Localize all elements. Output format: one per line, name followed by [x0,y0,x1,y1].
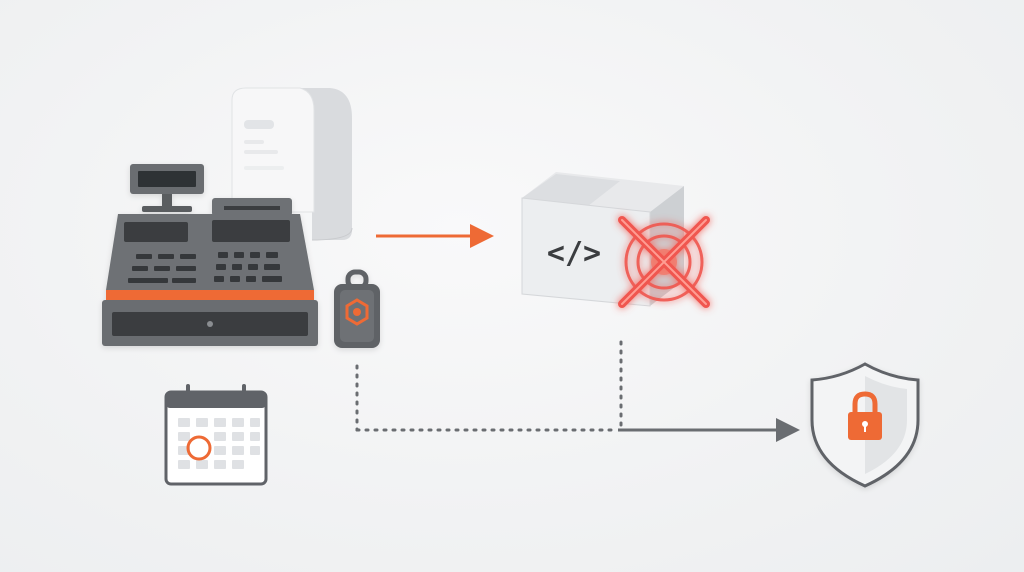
software-package-icon: </> [521,172,684,307]
calendar-icon [164,384,268,486]
calendar-highlight-circle [186,435,212,461]
security-key-fob-icon [334,269,380,348]
receipt-paper-icon [231,87,353,241]
code-symbol: </> [547,236,601,271]
cash-register-icon [102,164,318,346]
security-shield-lock-icon [810,362,920,488]
dotted-connector-lines [355,340,623,432]
orange-flow-arrow [376,224,494,248]
blocked-target-icon [618,216,710,308]
gray-flow-arrow [618,418,800,442]
